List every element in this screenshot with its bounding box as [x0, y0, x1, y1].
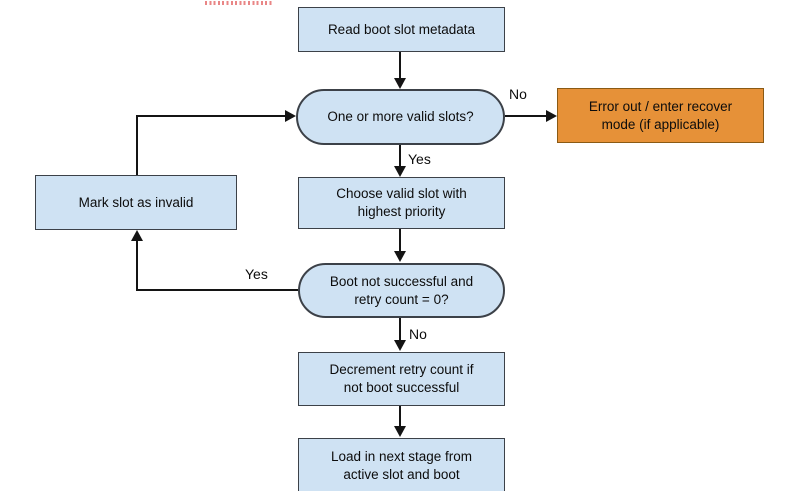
edge-retry-decision-to-mark-horizontal	[136, 289, 298, 291]
node-label: Choose valid slot with highest priority	[336, 186, 467, 219]
arrowhead-up-icon	[131, 230, 143, 241]
edge-choose-to-retry-decision	[399, 229, 401, 252]
edge-decrement-to-load	[399, 406, 401, 427]
edge-label-no: No	[408, 326, 428, 342]
node-choose-valid-slot: Choose valid slot with highest priority	[298, 177, 505, 229]
arrowhead-right-icon	[546, 110, 557, 122]
arrowhead-down-icon	[394, 340, 406, 351]
edge-label-no: No	[508, 86, 528, 102]
edge-label-yes: Yes	[407, 151, 432, 167]
node-label: Boot not successful and retry count = 0?	[329, 273, 474, 307]
arrowhead-down-icon	[394, 166, 406, 177]
node-decrement-retry-count: Decrement retry count if not boot succes…	[298, 352, 505, 406]
arrowhead-right-icon	[285, 110, 296, 122]
edge-mark-to-decision-horizontal	[136, 115, 286, 117]
edge-decision-to-choose	[399, 145, 401, 167]
node-label: Error out / enter recover mode (if appli…	[588, 98, 733, 132]
node-load-next-stage: Load in next stage from active slot and …	[298, 438, 505, 491]
edge-decision-to-error	[505, 115, 547, 117]
node-label: Load in next stage from active slot and …	[330, 448, 473, 482]
node-decision-boot-retry: Boot not successful and retry count = 0?	[298, 263, 505, 318]
node-label: Read boot slot metadata	[327, 21, 476, 37]
node-label: Decrement retry count if not boot succes…	[329, 362, 474, 395]
node-label: One or more valid slots?	[327, 109, 474, 125]
edge-retry-decision-to-mark-vertical	[136, 240, 138, 291]
node-label: Mark slot as invalid	[78, 194, 194, 210]
arrowhead-down-icon	[394, 426, 406, 437]
node-read-boot-slot-metadata: Read boot slot metadata	[298, 7, 505, 52]
edge-retry-decision-to-decrement	[399, 318, 401, 341]
edge-mark-to-decision-vertical	[136, 116, 138, 175]
node-mark-slot-invalid: Mark slot as invalid	[35, 175, 237, 230]
cropped-red-annotation-marks	[205, 1, 272, 5]
arrowhead-down-icon	[394, 251, 406, 262]
node-error-out-recover-mode: Error out / enter recover mode (if appli…	[557, 88, 764, 143]
node-decision-valid-slots: One or more valid slots?	[296, 89, 505, 145]
edge-read-to-decision	[399, 52, 401, 79]
arrowhead-down-icon	[394, 78, 406, 89]
edge-label-yes: Yes	[244, 266, 269, 282]
